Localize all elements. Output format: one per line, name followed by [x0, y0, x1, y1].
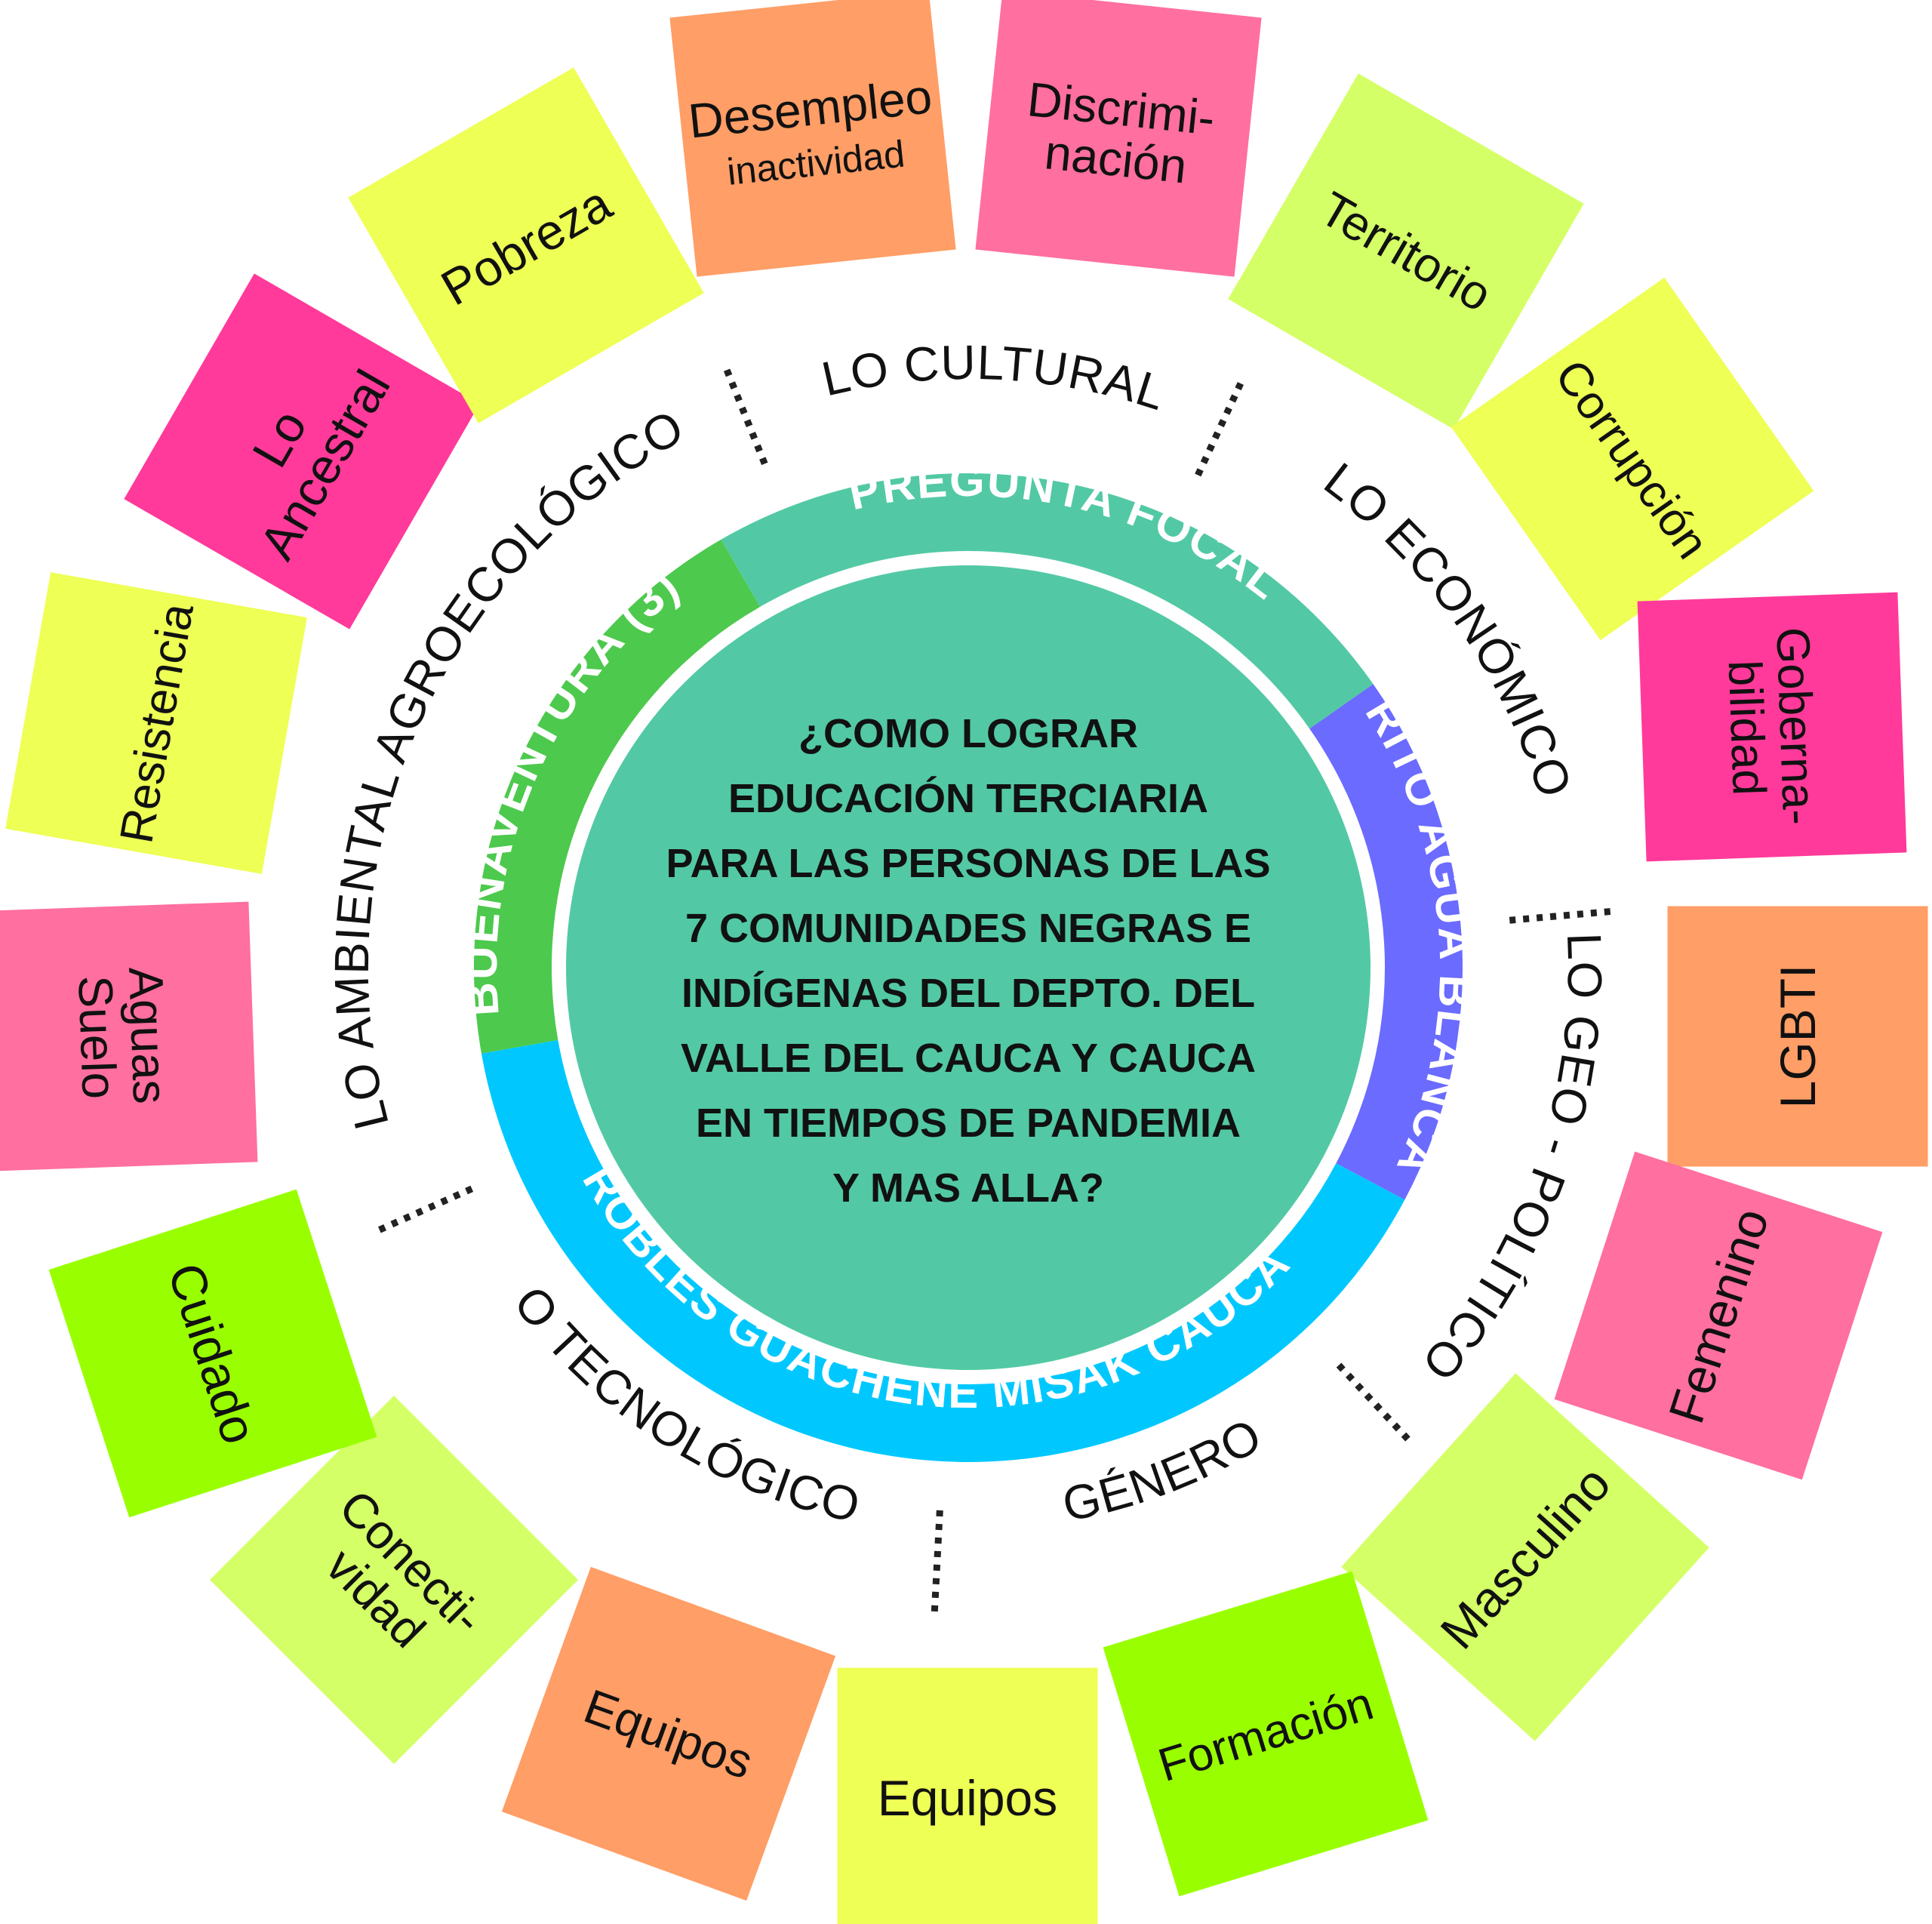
sticky-note-square	[348, 67, 704, 423]
sticky-note-square	[48, 1189, 377, 1518]
sticky-note-square	[1637, 592, 1907, 862]
dimension-divider-2	[1509, 907, 1612, 924]
ring-segment-1	[1309, 684, 1463, 1200]
sticky-note-square	[1554, 1151, 1883, 1480]
ring-segment-0	[721, 473, 1374, 729]
sticky-note-label: Suelo	[68, 974, 127, 1100]
sticky-note-square	[1667, 906, 1928, 1167]
sticky-note-square	[975, 0, 1262, 277]
sticky-note-square	[1228, 73, 1584, 429]
sticky-note-16: Pobreza	[348, 67, 704, 423]
ring-segment-2	[481, 1039, 1405, 1462]
sticky-note-label: Aguas	[118, 966, 177, 1105]
dimension-label-0: LO CULTURAL	[817, 335, 1172, 421]
sticky-note-square	[669, 0, 956, 277]
sticky-note-8: Formación	[1103, 1571, 1429, 1897]
sticky-note-square	[837, 1667, 1098, 1924]
sticky-note-square	[1451, 277, 1814, 641]
dimension-divider-3	[1336, 1362, 1411, 1442]
sticky-note-10: Equipos	[501, 1566, 836, 1901]
sticky-note-12: Cuidado	[48, 1189, 377, 1518]
sticky-note-square	[0, 901, 258, 1171]
sticky-note-label: Goberna-	[1766, 626, 1825, 826]
sticky-note-5: LGBTI	[1667, 906, 1928, 1167]
dimension-divider-5	[377, 1185, 474, 1233]
dimension-divider-0	[723, 368, 768, 466]
sticky-note-square	[1341, 1373, 1709, 1741]
sticky-note-6: Femenino	[1554, 1151, 1883, 1480]
sticky-note-1: Discrimi-nación	[975, 0, 1262, 277]
ring-segment-3	[474, 539, 760, 1054]
dimension-divider-1	[1195, 381, 1244, 477]
sticky-note-label: bilidad	[1718, 659, 1775, 796]
sticky-note-7: Masculino	[1341, 1373, 1709, 1741]
sticky-note-label: LGBTI	[1770, 965, 1826, 1109]
sticky-note-4: Goberna-bilidad	[1637, 592, 1907, 862]
sticky-note-square	[501, 1566, 836, 1901]
sticky-note-9: Equipos	[837, 1667, 1098, 1924]
sticky-note-square	[1103, 1571, 1429, 1897]
dimension-divider-4	[931, 1510, 943, 1613]
sticky-note-14: Resistencia	[5, 572, 307, 874]
dimension-dividers	[377, 368, 1612, 1613]
center-circle	[566, 565, 1371, 1370]
sticky-note-2: Territorio	[1228, 73, 1584, 429]
sticky-note-square	[5, 572, 307, 874]
sticky-note-3: Corrupción	[1451, 277, 1814, 641]
sticky-note-square	[124, 273, 480, 630]
sticky-note-label: Equipos	[878, 1770, 1058, 1826]
